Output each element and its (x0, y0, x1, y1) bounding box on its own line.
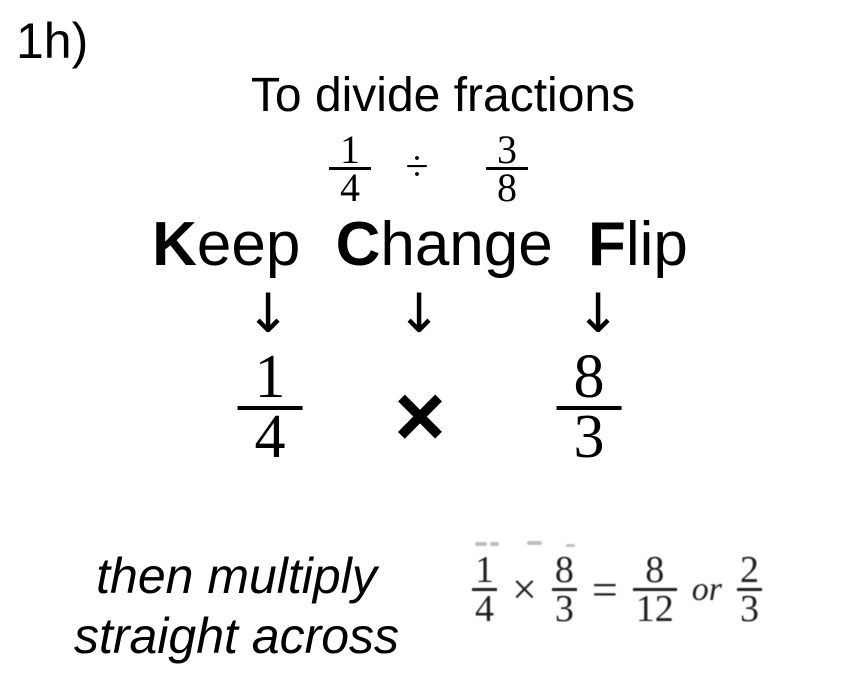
problem-label: 1h) (16, 13, 89, 69)
numerator: 8 (573, 343, 605, 411)
denominator: 12 (632, 588, 677, 628)
kcf-word-flip: Flip (588, 212, 688, 277)
kcf-keep-initial: K (152, 210, 197, 279)
kcf-flip-rest: lip (625, 210, 688, 279)
fraction-one-fourth-big: 1 4 (237, 343, 303, 468)
down-arrow-icon: ↓ (245, 282, 291, 345)
fraction-one-fourth-result: 1 4 (472, 549, 497, 628)
denominator: 4 (237, 405, 303, 468)
page-title: To divide fractions (250, 69, 636, 122)
denominator: 4 (472, 588, 497, 628)
caption-line-2: straight across (73, 608, 400, 664)
kcf-word-change: Change (336, 212, 553, 277)
fraction-two-thirds: 2 3 (737, 549, 763, 628)
kcf-keep-rest: eep (196, 210, 301, 279)
multiplication-sign: × (394, 366, 446, 465)
caption-line-1: then multiply (96, 548, 377, 604)
result-equation: 1 4 × 8 3 = 8 12 or 2 3 (472, 549, 763, 628)
crop-artifact (490, 542, 499, 546)
down-arrow-icon: ↓ (575, 282, 621, 345)
kcf-change-initial: C (335, 210, 381, 279)
fraction-eight-thirds-big: 8 3 (556, 343, 622, 468)
numerator: 1 (340, 127, 360, 172)
crop-artifact (566, 544, 575, 547)
caption: then multiply straight across (14, 546, 459, 666)
equals-sign: = (591, 563, 618, 615)
kcf-heading: Keep Change Flip (0, 212, 840, 277)
fraction-eight-thirds-result: 8 3 (551, 549, 577, 628)
crop-artifact (475, 542, 487, 546)
numerator: 2 (740, 549, 760, 591)
multiplication-sign: × (512, 564, 537, 614)
fraction-one-fourth: 1 4 (329, 127, 371, 208)
or-text: or (691, 570, 723, 608)
fraction-three-eighths: 3 8 (486, 127, 528, 208)
fraction-eight-twelfths: 8 12 (632, 549, 677, 628)
kcf-flip-initial: F (588, 210, 626, 279)
kcf-change-rest: hange (380, 210, 553, 279)
division-sign: ÷ (405, 144, 429, 190)
denominator: 3 (551, 588, 577, 628)
numerator: 3 (497, 127, 517, 172)
denominator: 4 (329, 167, 371, 208)
kcf-word-keep: Keep (152, 212, 300, 277)
down-arrow-icon: ↓ (396, 282, 442, 345)
numerator: 8 (645, 549, 665, 591)
crop-artifact (527, 541, 542, 545)
numerator: 1 (254, 343, 286, 411)
denominator: 3 (556, 405, 622, 468)
numerator: 8 (554, 549, 574, 591)
numerator: 1 (475, 549, 494, 591)
denominator: 3 (737, 588, 763, 628)
denominator: 8 (486, 167, 528, 208)
